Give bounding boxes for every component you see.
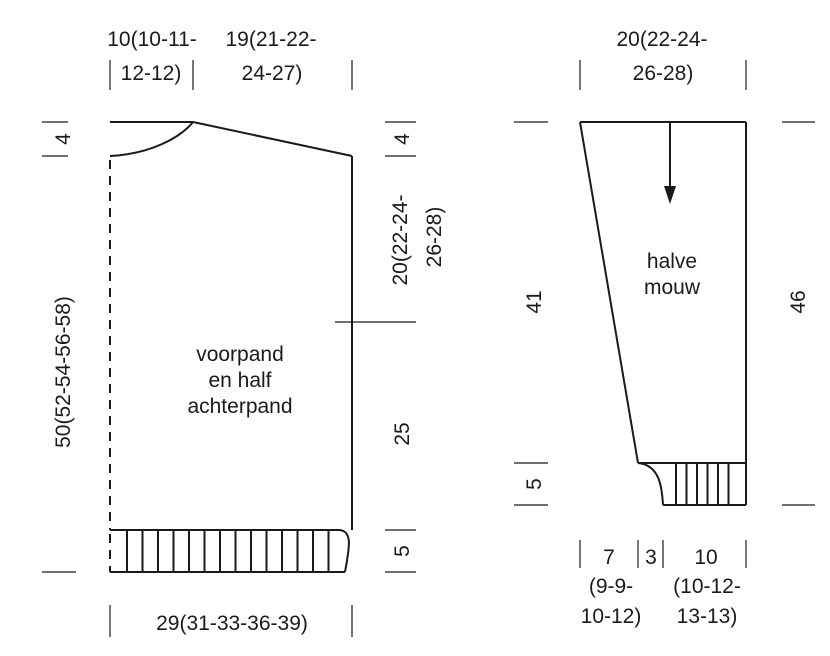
sleeve-piece: halve mouw 20(22-24- 26-28) 41 46 5 7 (9… bbox=[514, 28, 815, 628]
front-armhole-height-line1: 20(22-24- bbox=[389, 194, 412, 285]
sleeve-top-width-line2: 26-28) bbox=[633, 62, 694, 85]
sleeve-bottom-right-line1: 10 bbox=[694, 546, 717, 569]
sleeve-bottom-left-line1: 7 bbox=[603, 546, 615, 569]
front-bottom-width: 29(31-33-36-39) bbox=[156, 612, 308, 635]
sleeve-top-width-line1: 20(22-24- bbox=[616, 28, 707, 51]
front-shoulder-slope bbox=[192, 121, 353, 157]
front-shoulder-width-line2: 12-12) bbox=[121, 62, 182, 85]
sleeve-label-line1: halve bbox=[647, 250, 697, 273]
front-piece: voorpand en half achterpand 10(10-11- 12… bbox=[42, 28, 446, 637]
sleeve-length-left: 41 bbox=[523, 290, 546, 313]
sleeve-bottom-left-line3: 10-12) bbox=[581, 605, 642, 628]
sleeve-underarm-edge bbox=[579, 121, 639, 464]
front-rib-height: 5 bbox=[391, 545, 414, 557]
sleeve-bottom-left-line2: (9-9- bbox=[589, 575, 633, 598]
arrow-head-icon bbox=[664, 186, 676, 204]
front-shoulder-width-line1: 10(10-11- bbox=[107, 28, 197, 51]
front-label-line1: voorpand bbox=[196, 343, 284, 366]
front-label-line2: en half bbox=[208, 369, 271, 392]
front-label-line3: achterpand bbox=[187, 395, 292, 418]
sleeve-bottom-right-line3: 13-13) bbox=[677, 605, 738, 628]
sleeve-label-line2: mouw bbox=[644, 276, 701, 299]
sleeve-rib-corner bbox=[637, 462, 664, 506]
sleeve-rib-height: 5 bbox=[523, 478, 546, 490]
front-rib-lines bbox=[126, 530, 330, 572]
front-neck-width-line1: 19(21-22- bbox=[225, 28, 316, 51]
front-armhole-height-line2: 26-28) bbox=[423, 207, 446, 268]
front-total-height: 50(52-54-56-58) bbox=[52, 296, 75, 448]
sleeve-rib-lines bbox=[675, 463, 730, 505]
sleeve-bottom-mid: 3 bbox=[645, 546, 657, 569]
front-top-height-right: 4 bbox=[391, 133, 414, 145]
front-side-height: 25 bbox=[391, 422, 414, 445]
sleeve-length-right: 46 bbox=[787, 290, 810, 313]
front-neck-width-line2: 24-27) bbox=[242, 62, 303, 85]
front-top-height-left: 4 bbox=[52, 133, 75, 145]
front-rib-corner bbox=[339, 529, 350, 573]
front-neckline bbox=[109, 121, 194, 157]
sleeve-bottom-right-line2: (10-12- bbox=[673, 575, 741, 598]
